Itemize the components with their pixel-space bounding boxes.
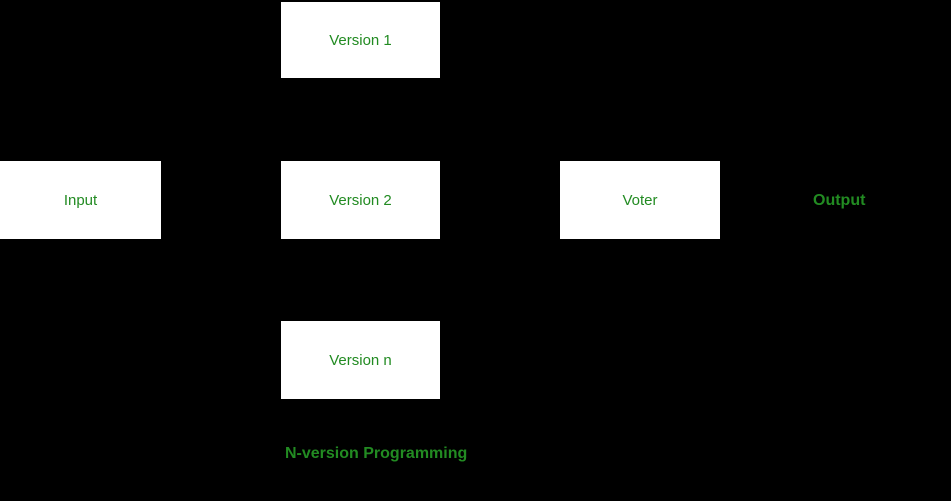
version-n-box: Version n	[281, 321, 440, 399]
input-box: Input	[0, 161, 161, 239]
output-label: Output	[813, 192, 866, 209]
voter-label: Voter	[622, 191, 658, 209]
version-1-label: Version 1	[329, 31, 392, 49]
diagram-caption: N-version Programming	[285, 445, 468, 462]
version-2-box: Version 2	[281, 161, 440, 239]
version-n-label: Version n	[329, 351, 392, 369]
version-1-box: Version 1	[281, 2, 440, 78]
voter-box: Voter	[560, 161, 720, 239]
input-label: Input	[63, 191, 98, 209]
version-2-label: Version 2	[329, 191, 392, 209]
